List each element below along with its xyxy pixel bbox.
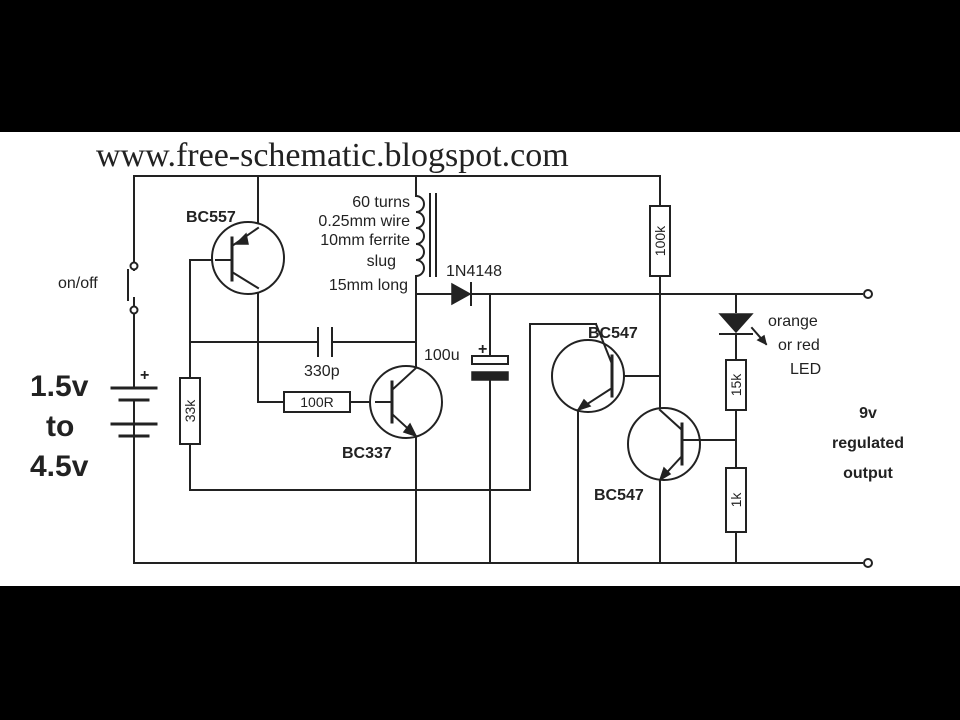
transistor-q2-label: BC337 [342, 445, 392, 462]
led-symbol [718, 313, 768, 346]
transistor-q4-label: BC547 [594, 487, 644, 504]
transistor-q3-symbol [551, 322, 625, 413]
capacitor-plus-sign: + [478, 341, 487, 358]
resistor-15k: 15k [725, 359, 747, 411]
transistor-q2-symbol [369, 365, 443, 439]
inductor-coil-symbol [414, 193, 437, 278]
output-label-line3: output [843, 465, 893, 482]
resistor-15k-label: 15k [728, 373, 744, 397]
resistor-100k: 100k [649, 205, 671, 277]
coil-note-line2: 0.25mm wire [318, 213, 410, 230]
resistor-1k-label: 1k [728, 492, 744, 508]
on-off-switch-symbol [127, 261, 139, 315]
resistor-100r-label: 100R [300, 394, 333, 410]
output-terminal-negative [863, 558, 873, 568]
transistor-q1-symbol [211, 221, 285, 295]
transistor-q1-label: BC557 [186, 209, 236, 226]
output-label-line1: 9v [859, 405, 877, 422]
resistor-100r: 100R [283, 391, 351, 413]
supply-voltage-line1: 1.5v [30, 370, 89, 403]
switch-label: on/off [58, 275, 98, 292]
resistor-33k-label: 33k [182, 399, 198, 423]
site-url: www.free-schematic.blogspot.com [96, 137, 569, 174]
capacitor-100u-symbol [471, 355, 509, 381]
resistor-1k: 1k [725, 467, 747, 533]
battery-plus-sign: + [140, 367, 149, 384]
led-label-line2: or red [778, 337, 820, 354]
coil-note-line3: 10mm ferrite [320, 232, 410, 249]
led-label-line3: LED [790, 361, 821, 378]
transistor-q3-label: BC547 [588, 325, 638, 342]
coil-note-line1: 60 turns [352, 194, 410, 211]
transistor-q4-symbol [627, 407, 701, 482]
diode-symbol [451, 282, 472, 306]
output-label-line2: regulated [832, 435, 904, 452]
capacitor-100u-label: 100u [424, 347, 460, 364]
battery-symbol [110, 374, 158, 451]
resistor-33k: 33k [179, 377, 201, 445]
resistor-100k-label: 100k [652, 225, 668, 256]
coil-note-line5: 15mm long [329, 277, 408, 294]
output-terminal-positive [863, 289, 873, 299]
diode-label: 1N4148 [446, 263, 502, 280]
supply-voltage-line3: 4.5v [30, 450, 89, 483]
capacitor-330p-label: 330p [304, 363, 340, 380]
capacitor-330p-symbol [317, 327, 333, 357]
led-label-line1: orange [768, 313, 818, 330]
coil-note-line4: slug [367, 253, 396, 270]
wires [133, 175, 863, 564]
supply-voltage-line2: to [46, 410, 74, 443]
